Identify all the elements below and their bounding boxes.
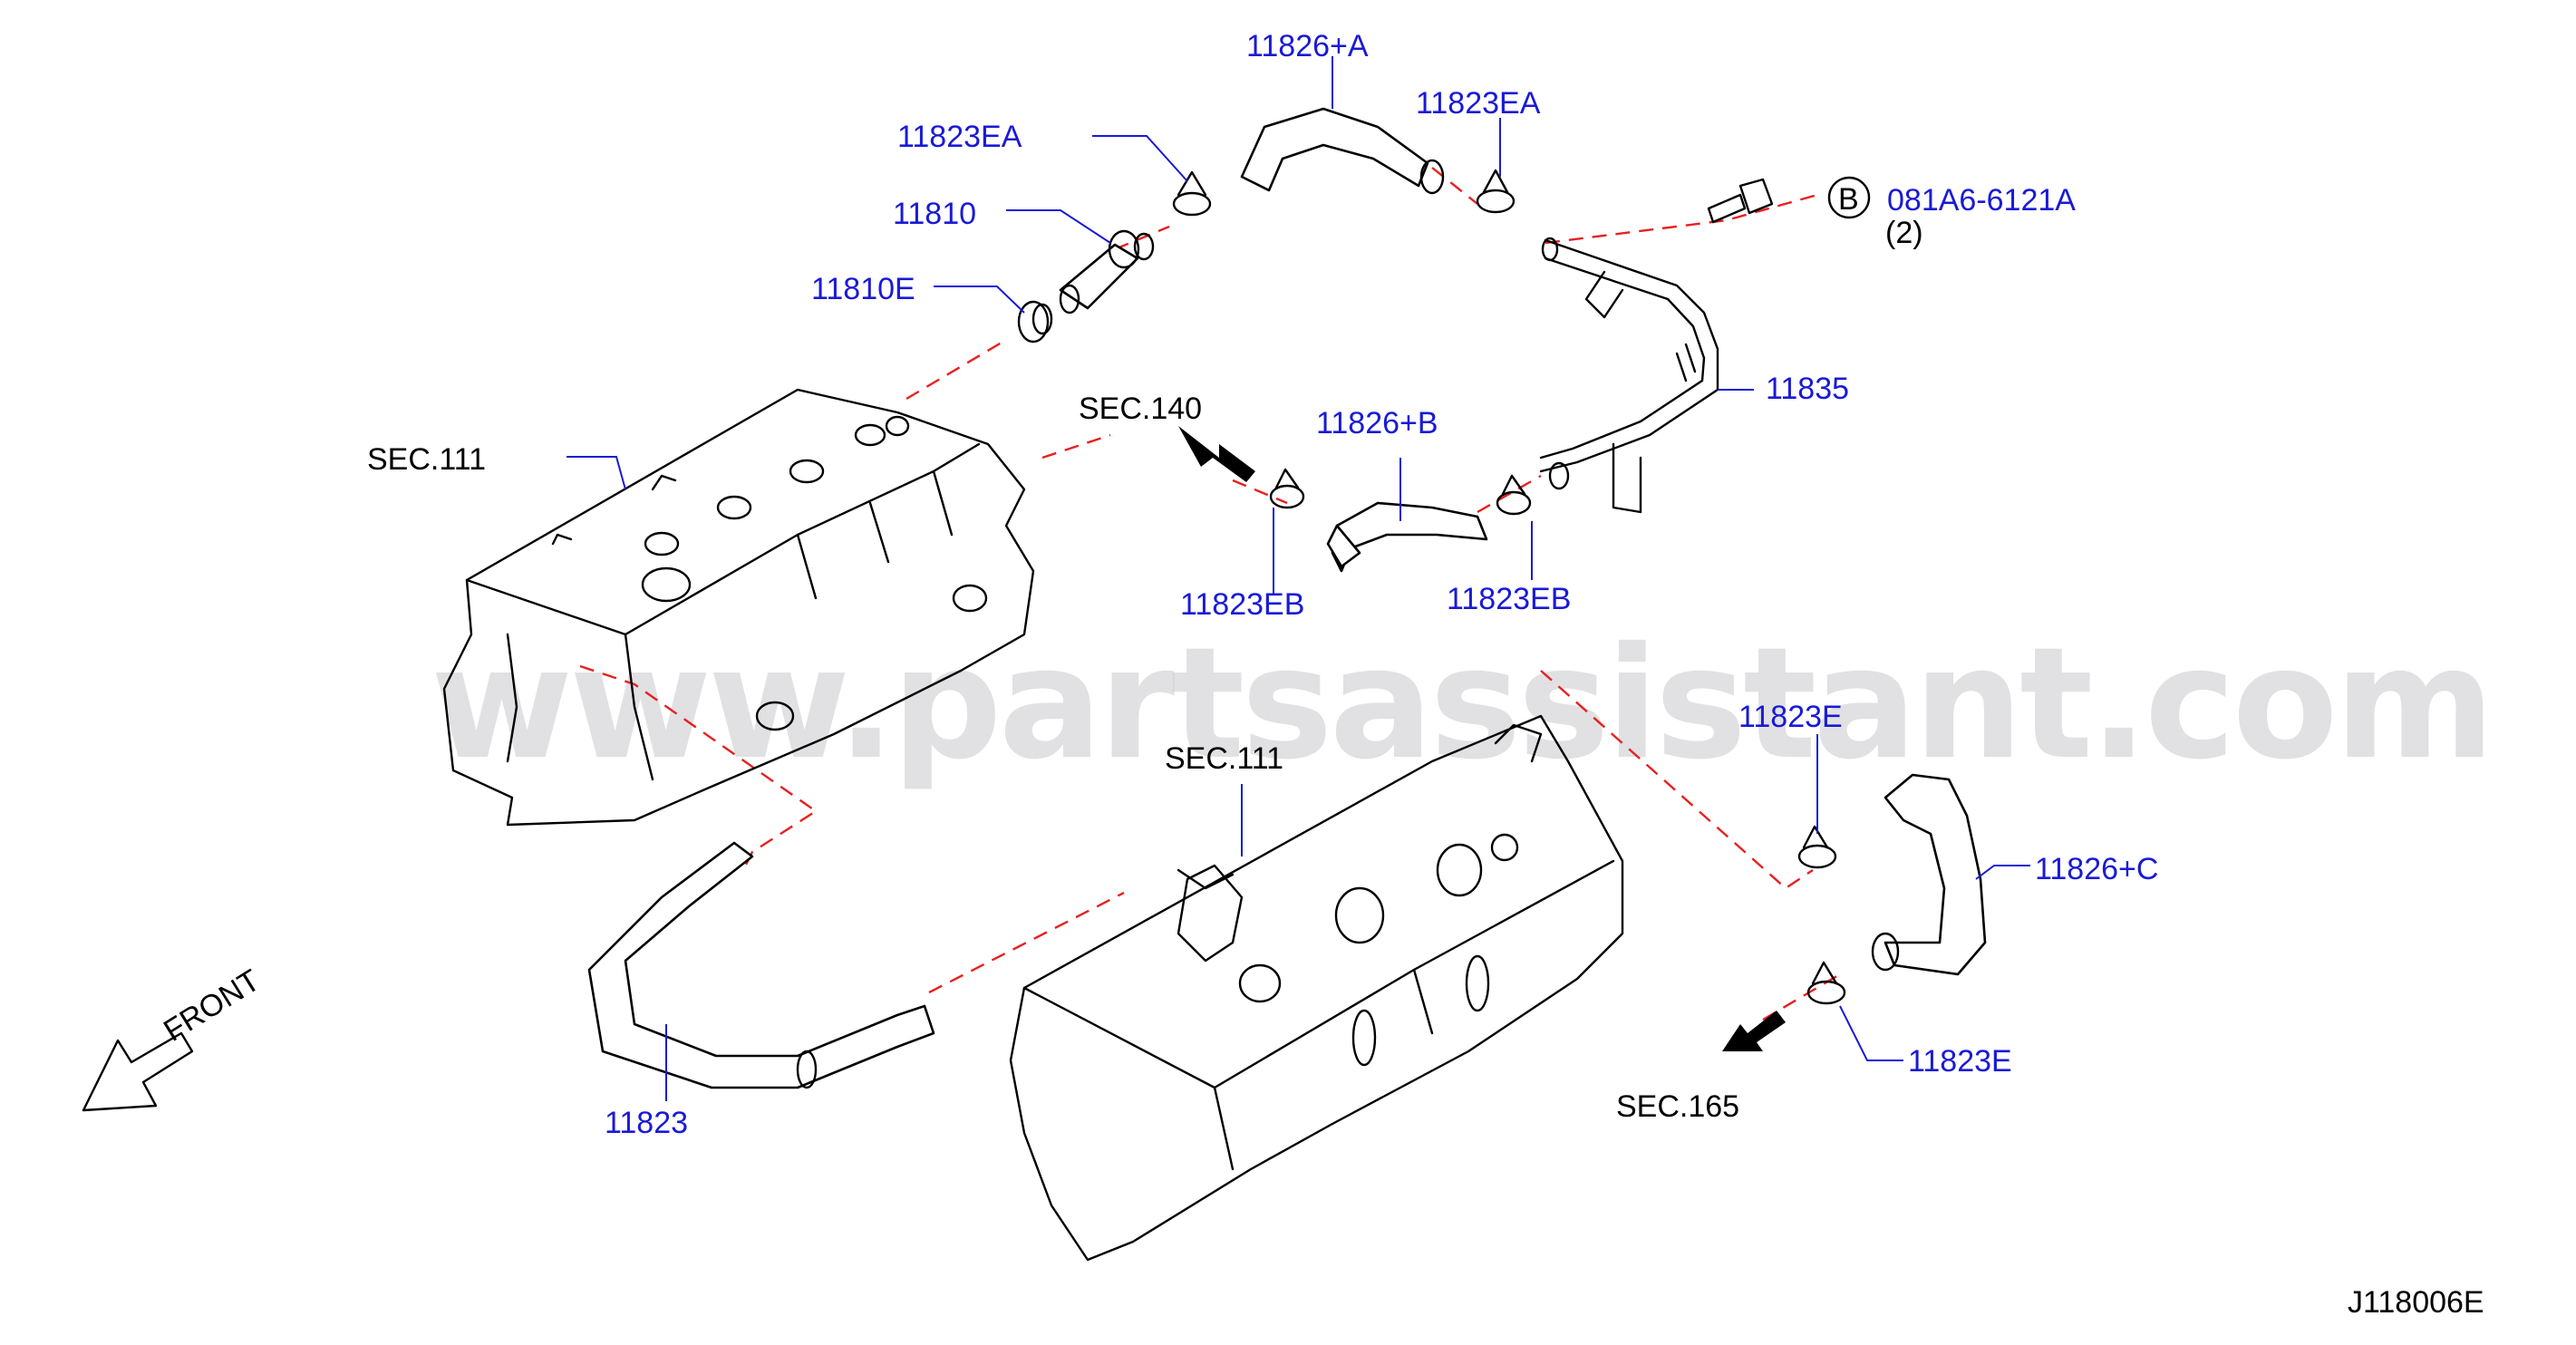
label-hose-b: 11826+B bbox=[1316, 406, 1438, 440]
label-clamp-ea-right: 11823EA bbox=[1416, 86, 1541, 121]
label-hose-a: 11826+A bbox=[1246, 29, 1369, 63]
cylinder-head-lower bbox=[1009, 714, 1624, 1262]
clamp-e-lower bbox=[1806, 961, 1846, 1005]
label-sec-111-upper: SEC.111 bbox=[367, 442, 486, 477]
label-tube: 11835 bbox=[1766, 372, 1849, 406]
label-grommet: 11810E bbox=[811, 272, 915, 306]
pcv-valve bbox=[1059, 229, 1155, 314]
clamp-ea-right bbox=[1476, 169, 1516, 214]
label-bolt: 081A6-6121A bbox=[1887, 183, 2076, 218]
cylinder-head-upper bbox=[442, 388, 1035, 827]
hose-b bbox=[1326, 501, 1488, 573]
breather-hose-main bbox=[587, 841, 935, 1089]
diagram-code: J118006E bbox=[2348, 1285, 2484, 1320]
front-arrow: FRONT bbox=[82, 963, 266, 1112]
tube-assembly bbox=[1539, 237, 1719, 514]
label-sec-111-lower: SEC.111 bbox=[1165, 741, 1283, 776]
clamp-eb-left bbox=[1269, 468, 1305, 509]
label-clamp-eb-left: 11823EB bbox=[1180, 587, 1304, 622]
hose-a bbox=[1240, 107, 1445, 195]
clamp-ea-left bbox=[1172, 170, 1212, 217]
bolt-marker-b: B bbox=[1838, 182, 1859, 217]
label-hose-c: 11826+C bbox=[2035, 852, 2158, 886]
leader-lines bbox=[567, 56, 2030, 1101]
arrow-sec-165 bbox=[1722, 1011, 1786, 1051]
front-label: FRONT bbox=[158, 963, 266, 1049]
hose-c bbox=[1871, 773, 1987, 976]
label-clamp-eb-right: 11823EB bbox=[1447, 582, 1571, 616]
bolt: B bbox=[1707, 176, 1871, 224]
clamp-eb-right bbox=[1496, 474, 1532, 516]
watermark-text: www.partsassistant.com bbox=[431, 614, 2492, 794]
label-hose-main: 11823 bbox=[605, 1106, 688, 1140]
label-clamp-ea-left: 11823EA bbox=[897, 120, 1022, 154]
label-sec-140: SEC.140 bbox=[1079, 392, 1202, 426]
label-sec-165: SEC.165 bbox=[1616, 1089, 1739, 1124]
label-clamp-e-upper: 11823E bbox=[1738, 700, 1843, 734]
label-clamp-e-lower: 11823E bbox=[1908, 1044, 2012, 1079]
label-bolt-qty: (2) bbox=[1885, 216, 1923, 250]
label-pcv-valve: 11810 bbox=[893, 197, 976, 231]
arrow-sec-140 bbox=[1178, 426, 1255, 482]
grommet bbox=[1017, 300, 1053, 344]
clamp-e-upper bbox=[1797, 825, 1837, 869]
